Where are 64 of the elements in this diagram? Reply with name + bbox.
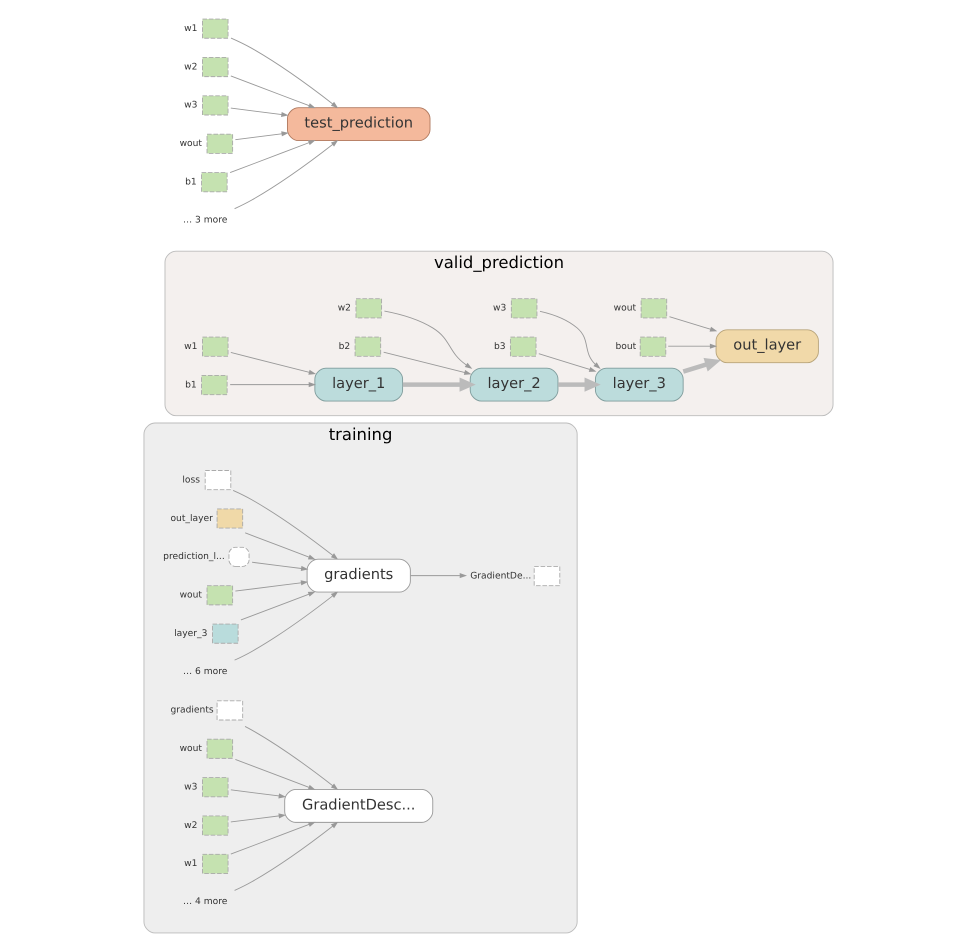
- arrow: [229, 140, 316, 174]
- node-label: w2: [184, 820, 197, 831]
- node-label: w2: [184, 62, 197, 72]
- arrow: [240, 592, 316, 620]
- arrow: [668, 316, 717, 332]
- arrow: [234, 822, 338, 891]
- arrow: [538, 353, 596, 372]
- arrow: [234, 140, 338, 210]
- node-text: … 3 more: [182, 215, 227, 226]
- arrow: [234, 580, 308, 592]
- node-text: … 4 more: [182, 897, 227, 908]
- node-label: b1: [184, 177, 196, 188]
- node-label: bout: [615, 342, 636, 352]
- node-label: w1: [184, 342, 197, 352]
- arrow: [410, 573, 467, 578]
- node-label: wout: [179, 139, 202, 150]
- node-label: w2: [337, 304, 350, 314]
- arrow: [402, 378, 476, 392]
- node-label: wout: [179, 590, 202, 601]
- arrow: [230, 789, 286, 798]
- node-box: layer_1: [314, 368, 403, 402]
- arrow: [244, 532, 316, 560]
- arrow: [232, 490, 338, 560]
- arrow: [251, 562, 308, 571]
- arrow: [230, 108, 288, 118]
- arrow: [667, 344, 717, 349]
- arrow: [230, 76, 316, 108]
- node-label: w3: [184, 782, 197, 792]
- arrow: [538, 310, 600, 369]
- node-label: wout: [179, 744, 202, 754]
- node-label: out_layer: [170, 514, 212, 524]
- arrow: [682, 358, 721, 374]
- arrow: [558, 378, 600, 392]
- node-box: out_layer: [715, 329, 818, 364]
- node-label: loss: [182, 475, 200, 486]
- node-label: w3: [492, 304, 506, 314]
- node-label: GradientDe...: [470, 571, 531, 582]
- arrow: [383, 310, 472, 369]
- node-box: layer_3: [594, 368, 684, 402]
- node-label: gradients: [170, 706, 214, 716]
- node-label: w1: [184, 859, 197, 870]
- node-box: GradientDesc...: [284, 789, 433, 823]
- node-label: prediction_l...: [162, 552, 224, 562]
- arrow: [230, 38, 338, 108]
- node-label: w3: [184, 100, 197, 111]
- arrow: [230, 352, 316, 375]
- arrow: [234, 592, 338, 661]
- node-box: gradients: [306, 558, 410, 593]
- arrow: [244, 726, 338, 790]
- arrow: [230, 813, 286, 822]
- arrow: [229, 382, 316, 388]
- node-label: b2: [338, 342, 350, 352]
- node-label: w1: [184, 24, 197, 34]
- node-box: test_prediction: [286, 107, 430, 142]
- arrow: [230, 822, 316, 855]
- node-text: … 6 more: [182, 666, 227, 677]
- node-label: layer_3: [174, 628, 207, 639]
- arrow: [234, 758, 316, 790]
- node-label: b3: [493, 342, 506, 352]
- node-box: layer_2: [469, 368, 558, 402]
- node-label: wout: [613, 304, 636, 314]
- arrow: [382, 352, 472, 375]
- arrow: [234, 131, 288, 140]
- node-label: b1: [184, 380, 196, 390]
